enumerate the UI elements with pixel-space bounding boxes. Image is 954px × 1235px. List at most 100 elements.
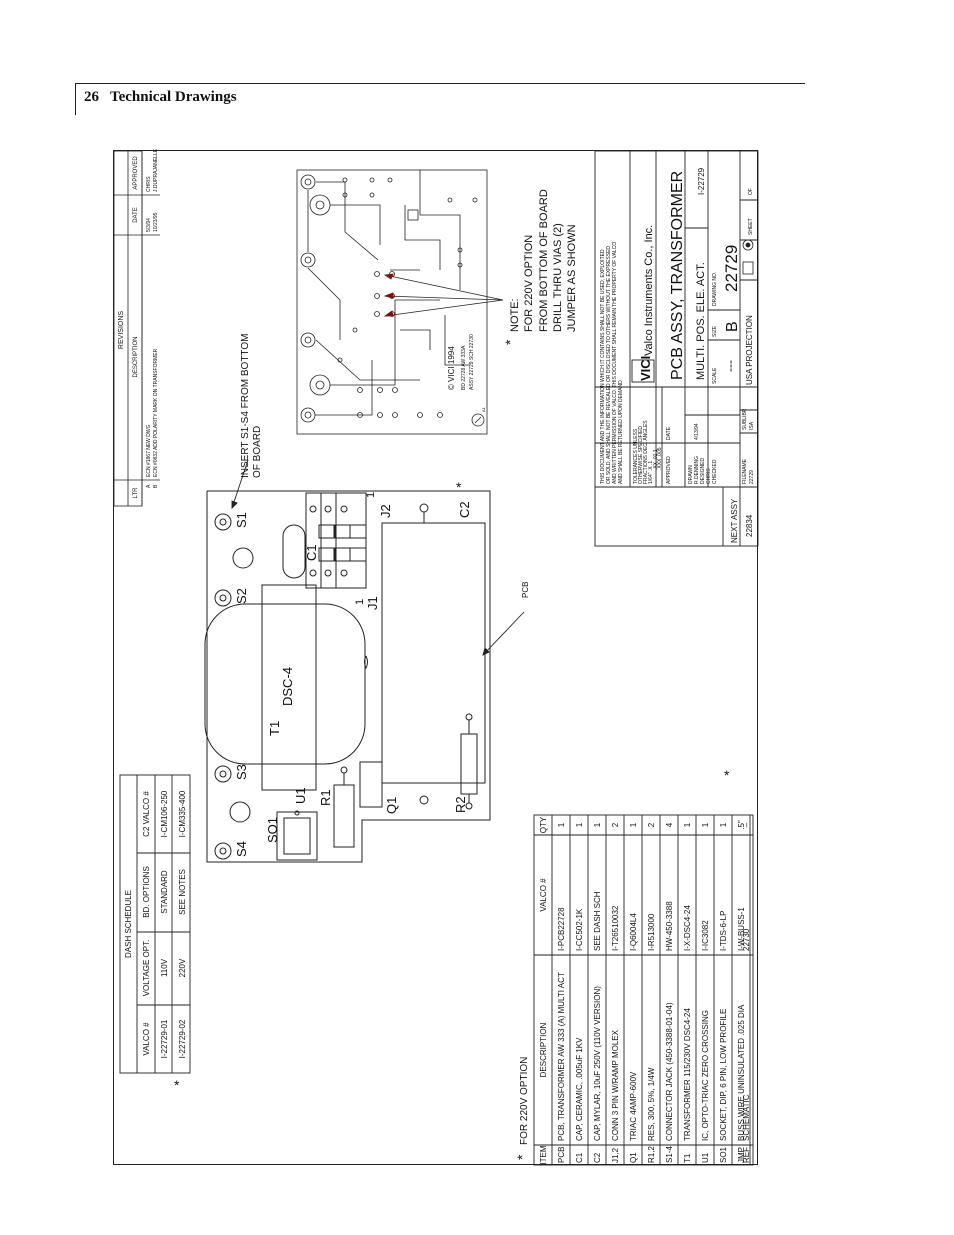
parts-r11-desc: BUSS WIRE UNINSULATED .025 DIA bbox=[737, 1004, 746, 1141]
header-rule bbox=[75, 83, 805, 84]
parts-r12-qty: – bbox=[742, 822, 751, 827]
parts-r10-desc: SOCKET, DIP, 6 PIN, LOW PROFILE bbox=[719, 1009, 728, 1141]
scale-value: --- bbox=[723, 360, 737, 372]
parts-r4-item: J1,2 bbox=[611, 1147, 620, 1163]
label-r2: R2 bbox=[453, 796, 468, 813]
pcb-note-line4: DRILL THRU VIAS (2) bbox=[552, 223, 564, 332]
parts-r6-desc: RES, 300, 5%, 1/4W bbox=[647, 1067, 656, 1141]
dash-r2-valco: I-22729-02 bbox=[178, 1019, 187, 1058]
parts-r1-desc: PCB, TRANSFORMER AW 333 (A) MULTI ACT bbox=[557, 972, 566, 1141]
parts-r7-desc: CONNECTOR JACK (450-3388-01-04) bbox=[665, 1002, 674, 1141]
dash-title: DASH SCHEDULE bbox=[124, 890, 133, 958]
parts-col-item: ITEM bbox=[539, 1145, 548, 1164]
insert-note-line1: INSERT S1-S4 FROM BOTTOM bbox=[240, 334, 251, 478]
tol-line6: .XXX .005 bbox=[657, 447, 663, 470]
label-s2: S2 bbox=[234, 588, 249, 604]
parts-r2-item: C1 bbox=[575, 1152, 584, 1163]
pcb-copyright: © VICI 1994 bbox=[447, 346, 456, 390]
label-dsc4: DSC-4 bbox=[280, 667, 295, 706]
page-title: Technical Drawings bbox=[109, 89, 237, 105]
tol-line3: FRACTIONS DEC. ANGLES bbox=[643, 420, 649, 484]
parts-r1-qty: 1 bbox=[557, 822, 566, 827]
parts-r3-desc: CAP, MYLAR, 10uF 250V (110V VERSION) bbox=[593, 986, 602, 1141]
revisions-block bbox=[113, 150, 160, 507]
dash-col-valco: VALCO # bbox=[142, 1022, 151, 1056]
parts-r1-valco: I-PCB22728 bbox=[557, 907, 566, 951]
label-so1: SO1 bbox=[265, 817, 280, 843]
dash-r1-valco: I-22729-01 bbox=[160, 1019, 169, 1058]
label-pcb: PCB bbox=[521, 582, 530, 598]
parts-r5-valco: I-Q6004L4 bbox=[629, 913, 638, 951]
parts-r5-item: Q1 bbox=[629, 1152, 638, 1163]
parts-r3-valco: SEE DASH SCH bbox=[593, 891, 602, 951]
sheet-label: SHEET bbox=[748, 218, 754, 235]
checked-label: CHECKED bbox=[712, 459, 718, 484]
parts-r6-valco: I-R513000 bbox=[647, 913, 656, 951]
projection-symbol-icon bbox=[742, 239, 754, 275]
parts-col-desc: DESCRIPTION bbox=[539, 1022, 548, 1077]
parts-r8-qty: 1 bbox=[683, 822, 692, 827]
parts-r6-item: R1,2 bbox=[647, 1146, 656, 1163]
parts-r7-qty: 4 bbox=[665, 822, 674, 827]
header-rule-vertical bbox=[75, 83, 76, 115]
size-value: B bbox=[724, 321, 741, 332]
dash-col-voltage: VOLTAGE OPT. bbox=[142, 940, 151, 997]
parts-r7-item: S1-4 bbox=[665, 1146, 674, 1163]
parts-r5-qty: 1 bbox=[629, 822, 638, 827]
drawn-by: R.DENNING bbox=[694, 456, 700, 484]
pcb-note: NOTE: FOR 220V OPTION FROM BOTTOM OF BOA… bbox=[509, 189, 578, 332]
pcb-copper-line1: BD 22728 AW 333A bbox=[461, 345, 467, 390]
parts-r11-item: JMP bbox=[737, 1147, 746, 1163]
parts-r6-qty: 2 bbox=[647, 822, 656, 827]
next-assy-value: 22834 bbox=[745, 514, 754, 537]
tol-line4: 1/64" .X .1 bbox=[648, 461, 654, 484]
rev-b-date: 10/23/95 bbox=[153, 212, 159, 232]
label-u1: U1 bbox=[293, 787, 308, 804]
dash-r2-voltage: 220V bbox=[178, 958, 187, 977]
pcb-note-line5: JUMPER AS SHOWN bbox=[566, 224, 578, 332]
disclaimer-line1: THIS DOCUMENT AND THE INFORMATION WHICH … bbox=[600, 249, 606, 484]
pcb-copper-line2: ASSY 22729 SCH 22730 bbox=[469, 334, 475, 390]
tol-line1: TOLERANCES UNLESS bbox=[633, 428, 639, 484]
disclaimer-line3: AND WRITTEN PERMISSION OF VALCO. THIS DO… bbox=[612, 242, 618, 484]
parts-r1-item: PCB bbox=[557, 1147, 566, 1163]
rev-b-desc: ECN #0832 ADD POLARITY MARK ON TRANSFORM… bbox=[153, 348, 159, 477]
pcb-note-line1: NOTE: bbox=[509, 298, 521, 332]
parts-list-text: ITEM DESCRIPTION VALCO # QTY PCB PCB, TR… bbox=[539, 816, 746, 1164]
label-s4: S4 bbox=[234, 841, 249, 857]
parts-r12-valco: 22730 bbox=[742, 928, 751, 951]
dash-r2-c2: I-CM335-400 bbox=[178, 790, 187, 837]
dwg-no-label: DRAWING NO. bbox=[712, 272, 718, 306]
approval-fields: APPROVED DATE DRAWN R.DENNING 4/13/94 DE… bbox=[666, 423, 718, 484]
parts-note: FOR 220V OPTION bbox=[519, 1057, 530, 1145]
parts-col-qty: QTY bbox=[539, 816, 548, 833]
parts-r11-valco: I-W-BUSS-1 bbox=[737, 907, 746, 951]
size-label: SIZE bbox=[712, 325, 718, 337]
assembly-labels: S1 S2 S3 S4 SO1 U1 R1 T1 DSC-4 C1 J1 J2 … bbox=[234, 492, 530, 857]
projection: USA PROJECTION bbox=[745, 315, 754, 385]
parts-r8-item: T1 bbox=[683, 1153, 692, 1163]
company-name: Valco Instruments Co., Inc. bbox=[643, 225, 655, 356]
drawing-number-top: I-22729 bbox=[697, 167, 706, 195]
label-pin1-j2: 1 bbox=[365, 492, 377, 498]
rev-a-ltr: A bbox=[146, 484, 152, 488]
approved-label: APPROVED bbox=[666, 456, 672, 484]
parts-r9-qty: 1 bbox=[701, 822, 710, 827]
parts-r10-item: SO1 bbox=[719, 1146, 728, 1163]
title-block bbox=[594, 150, 759, 547]
note-star: * bbox=[502, 339, 518, 345]
of-label: OF bbox=[748, 188, 754, 195]
sublibr-label: SUBLIBR bbox=[742, 408, 748, 430]
dash-r2-bd: SEE NOTES bbox=[178, 869, 187, 915]
label-c1: C1 bbox=[304, 544, 319, 561]
label-c2: C2 bbox=[457, 501, 472, 518]
dash-col-bd: BD. OPTIONS bbox=[142, 866, 151, 918]
rev-a-approved: CHRIS bbox=[146, 176, 152, 192]
parts-r9-valco: I-IC3082 bbox=[701, 920, 710, 951]
dash-r1-bd: STANDARD bbox=[160, 870, 169, 914]
dash-schedule-table bbox=[119, 774, 191, 1074]
drawn-date: 4/13/94 bbox=[694, 423, 700, 440]
parts-r4-valco: I-T26510032 bbox=[611, 905, 620, 951]
drawing-subtitle: MULTI. POS. ELE. ACT. bbox=[695, 262, 707, 380]
